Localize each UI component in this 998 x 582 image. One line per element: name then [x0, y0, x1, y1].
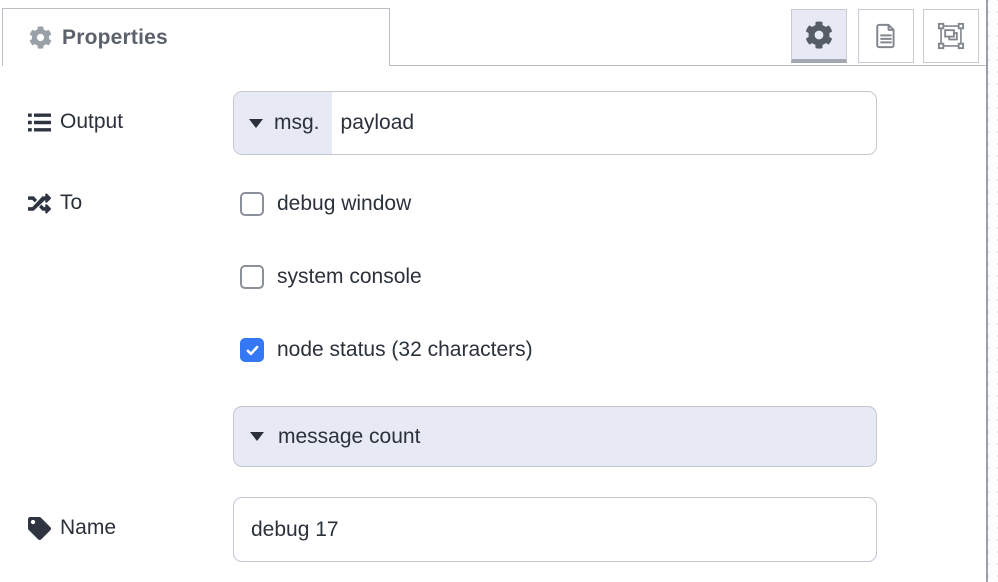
- tabbar-divider: [390, 65, 986, 66]
- list-icon: [28, 111, 51, 134]
- name-input[interactable]: [234, 498, 876, 561]
- description-tab-button[interactable]: [858, 9, 914, 63]
- gear-icon: [29, 26, 52, 49]
- name-label: Name: [28, 512, 116, 544]
- output-type-select-button[interactable]: msg.: [234, 92, 332, 154]
- output-typed-input: msg.: [233, 91, 877, 155]
- debug-window-label: debug window: [277, 192, 412, 215]
- node-status-checkbox-row[interactable]: node status (32 characters): [240, 335, 533, 365]
- workspace-grid-strip: [988, 0, 998, 582]
- chevron-down-icon: [250, 432, 264, 441]
- to-label: To: [28, 187, 82, 219]
- panel-right-border: [986, 0, 988, 582]
- shuffle-icon: [28, 192, 51, 215]
- name-field: [233, 497, 877, 562]
- chevron-down-icon: [249, 118, 263, 128]
- system-console-label: system console: [277, 265, 422, 288]
- output-type-label: msg.: [274, 111, 320, 134]
- status-type-dropdown[interactable]: message count: [233, 406, 877, 467]
- output-property-input[interactable]: [331, 92, 876, 154]
- system-console-checkbox[interactable]: [240, 265, 264, 289]
- object-group-icon: [937, 22, 965, 50]
- debug-window-checkbox[interactable]: [240, 192, 264, 216]
- node-status-checkbox[interactable]: [240, 338, 264, 362]
- output-label: Output: [28, 106, 123, 138]
- tab-properties-label: Properties: [62, 25, 168, 49]
- node-status-label: node status (32 characters): [277, 338, 533, 361]
- system-console-checkbox-row[interactable]: system console: [240, 262, 422, 292]
- check-icon: [244, 342, 261, 359]
- document-icon: [872, 22, 900, 50]
- properties-tab-button[interactable]: [791, 9, 847, 63]
- tab-properties[interactable]: Properties: [2, 8, 390, 66]
- tag-icon: [28, 517, 51, 540]
- gear-icon: [805, 21, 833, 49]
- status-type-value: message count: [278, 424, 421, 448]
- appearance-tab-button[interactable]: [923, 9, 979, 63]
- debug-window-checkbox-row[interactable]: debug window: [240, 189, 411, 219]
